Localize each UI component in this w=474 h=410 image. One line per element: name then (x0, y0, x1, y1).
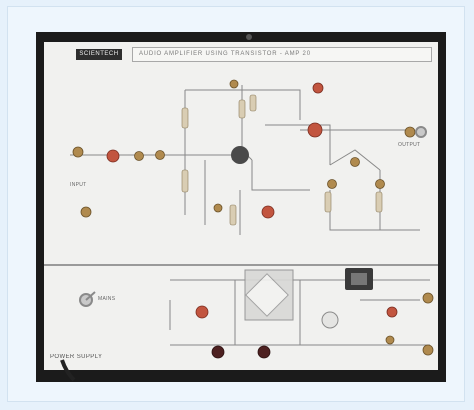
board-title: AUDIO AMPLIFIER USING TRANSISTOR - AMP 2… (132, 47, 432, 62)
power-cable (60, 359, 76, 382)
voltage-regulator (345, 268, 373, 290)
footer-label: POWER SUPPLY (50, 354, 103, 360)
red-sockets (106, 82, 398, 319)
transistor (231, 146, 249, 164)
mounting-screw (246, 34, 252, 40)
output-label: OUTPUT (398, 142, 421, 148)
transformer (244, 269, 294, 321)
resistors (181, 94, 383, 226)
panel-divider (44, 264, 438, 266)
dark-sockets (211, 345, 271, 359)
input-label: INPUT (70, 182, 87, 188)
capacitor (321, 311, 339, 329)
circuit-panel (44, 42, 438, 370)
circuit-traces (70, 85, 430, 346)
brand-label: SCIENTECH (76, 49, 122, 60)
toggle-switches (79, 126, 427, 307)
mains-label: MAINS (98, 296, 116, 302)
brass-sockets (72, 79, 434, 356)
